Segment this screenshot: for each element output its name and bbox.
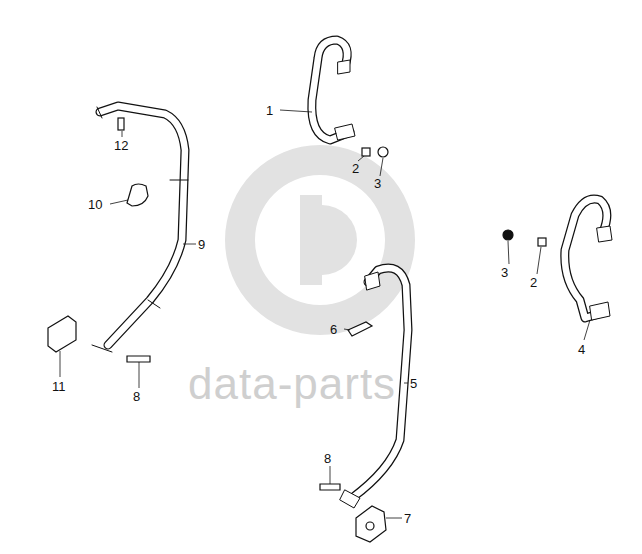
callout-number: 1	[266, 104, 273, 117]
callout-number: 9	[198, 238, 205, 251]
callout-number: 4	[578, 343, 585, 356]
callout-number: 7	[404, 512, 411, 525]
watermark: data-parts	[188, 362, 396, 406]
callout-number: 11	[52, 380, 66, 393]
callout-number: 6	[330, 323, 337, 336]
callout-number: 3	[374, 177, 381, 190]
callout-number: 10	[88, 198, 102, 211]
callout-number: 8	[324, 452, 331, 465]
callout-number: 12	[114, 139, 128, 152]
watermark-logo	[225, 145, 415, 335]
callout-number: 2	[530, 276, 537, 289]
callout-number: 2	[352, 162, 359, 175]
cap	[127, 184, 148, 206]
callout-number: 8	[133, 390, 140, 403]
callout-number: 3	[501, 266, 508, 279]
callout-number: 5	[410, 377, 417, 390]
